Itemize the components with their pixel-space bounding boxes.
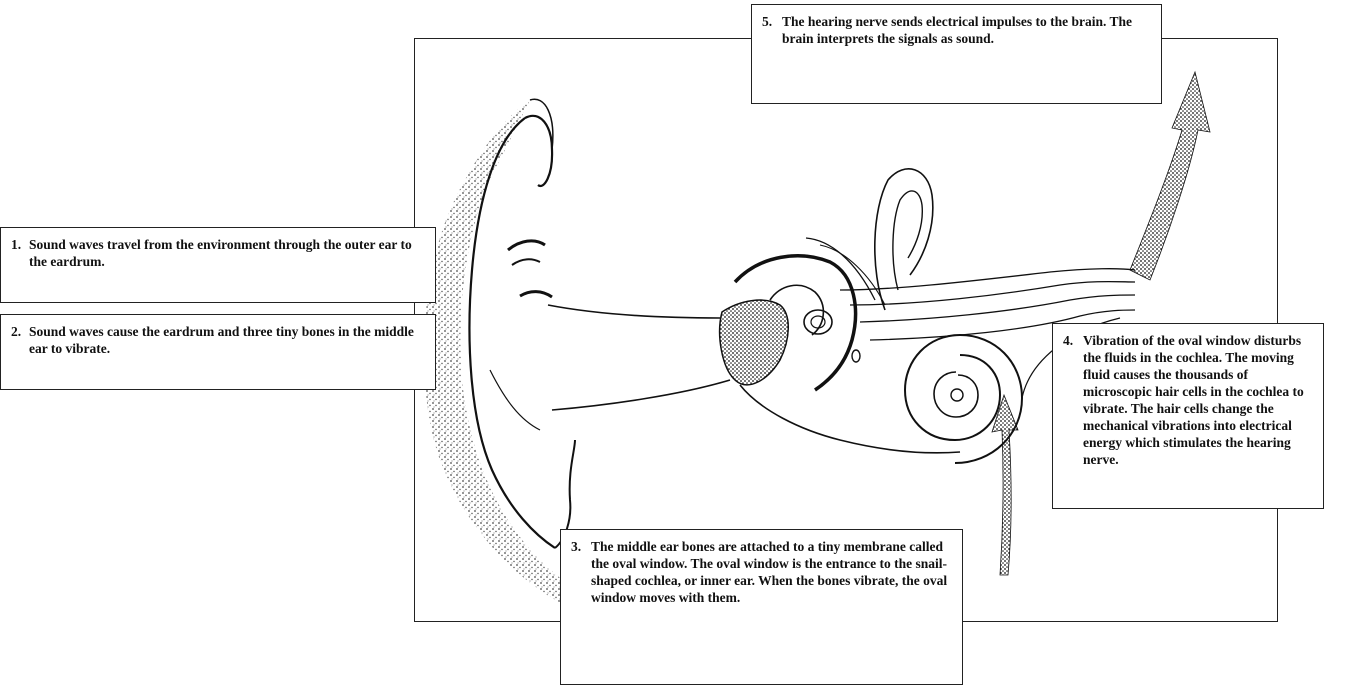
step-text: The middle ear bones are attached to a t… xyxy=(591,538,952,606)
step-text: Sound waves cause the eardrum and three … xyxy=(29,323,425,357)
step-number: 4. xyxy=(1063,332,1073,349)
step-number: 1. xyxy=(11,236,21,253)
step-text: Sound waves travel from the environment … xyxy=(29,236,425,270)
step-number: 5. xyxy=(762,13,772,30)
step-text: Vibration of the oval window disturbs th… xyxy=(1083,332,1313,468)
step-3-callout: 3. The middle ear bones are attached to … xyxy=(560,529,963,685)
step-4-callout: 4. Vibration of the oval window disturbs… xyxy=(1052,323,1324,509)
step-number: 3. xyxy=(571,538,581,555)
step-2-callout: 2. Sound waves cause the eardrum and thr… xyxy=(0,314,436,390)
step-number: 2. xyxy=(11,323,21,340)
step-text: The hearing nerve sends electrical impul… xyxy=(782,13,1151,47)
step-1-callout: 1. Sound waves travel from the environme… xyxy=(0,227,436,303)
step-5-callout: 5. The hearing nerve sends electrical im… xyxy=(751,4,1162,104)
ear-canal xyxy=(548,305,730,410)
